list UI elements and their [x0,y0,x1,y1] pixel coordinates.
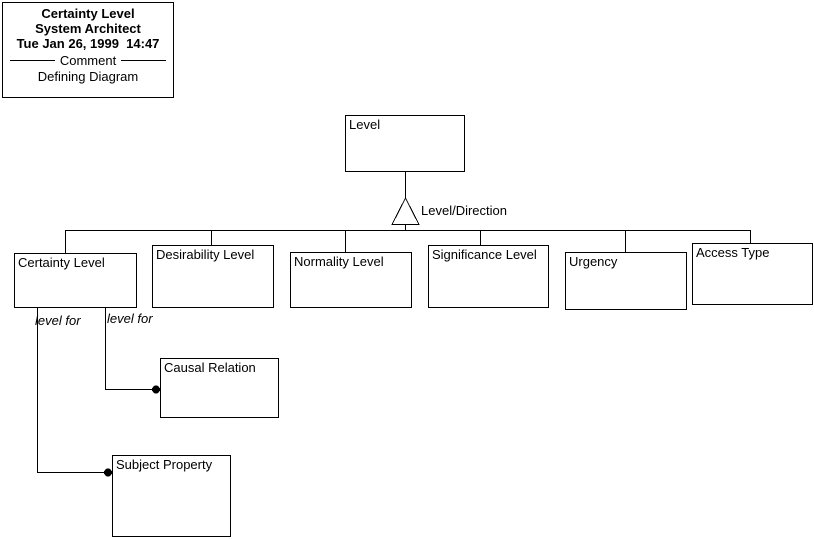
entity-label: Causal Relation [164,360,256,375]
entity-desirability-level[interactable]: Desirability Level [152,245,274,308]
comment-text: Defining Diagram [37,69,139,84]
entity-access-type[interactable]: Access Type [692,243,813,305]
comment-divider: Comment [10,53,167,68]
app-name: System Architect [35,21,141,36]
entity-label: Urgency [569,254,618,269]
entity-certainty-level[interactable]: Certainty Level [14,253,137,308]
branch-label: Level/Direction [421,203,507,218]
diagram-title: Certainty Level [41,6,135,21]
relation-label-causal: level for [107,311,153,326]
entity-label: Significance Level [432,247,537,262]
entity-label: Desirability Level [156,247,255,262]
entity-subject-property[interactable]: Subject Property [112,455,231,537]
entity-urgency[interactable]: Urgency [565,252,687,310]
entity-label: Access Type [696,245,770,260]
comment-divider-label: Comment [59,53,117,68]
entity-normality-level[interactable]: Normality Level [290,252,412,308]
entity-label: Subject Property [116,457,213,472]
relation-label-subject: level for [35,313,81,328]
entity-label: Normality Level [294,254,384,269]
entity-causal-relation[interactable]: Causal Relation [160,358,279,418]
cardinality-dot-subject-property [104,468,112,477]
subtype-triangle-icon [391,196,420,225]
entity-level[interactable]: Level [345,115,465,172]
title-block: Certainty Level System Architect Tue Jan… [2,2,174,98]
entity-label: Certainty Level [18,255,105,270]
entity-label: Level [349,117,381,132]
timestamp: Tue Jan 26, 1999 14:47 [16,36,160,51]
divider-rule-left [10,60,55,61]
entity-significance-level[interactable]: Significance Level [428,245,549,308]
cardinality-dot-causal-relation [152,385,160,394]
divider-rule-right [121,60,167,61]
